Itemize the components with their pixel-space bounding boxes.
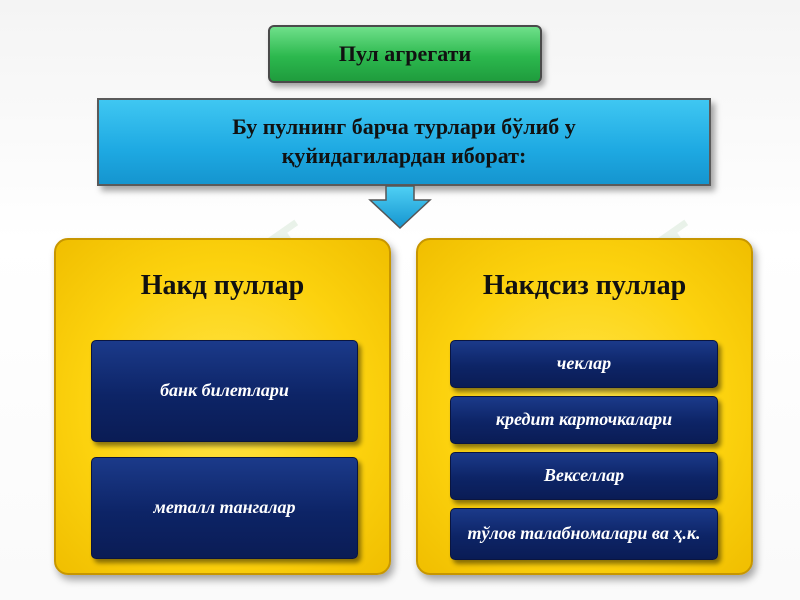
title-box: Пул агрегати xyxy=(268,25,542,83)
list-item-checks: чеклар xyxy=(450,340,718,388)
list-item-bank-notes: банк билетлари xyxy=(91,340,358,442)
description-line-2: қуйидагилардан иборат: xyxy=(281,143,527,168)
list-item-credit-cards: кредит карточкалари xyxy=(450,396,718,444)
list-item-payment-requests: тўлов талабномалари ва ҳ.к. xyxy=(450,508,718,560)
cash-money-panel: Накд пуллар банк билетлари металл тангал… xyxy=(54,238,391,575)
noncash-money-panel: Накдсиз пуллар чеклар кредит карточкалар… xyxy=(416,238,753,575)
description-line-1: Бу пулнинг барча турлари бўлиб у xyxy=(232,114,576,140)
list-item-metal-coins: металл тангалар xyxy=(91,457,358,559)
description-box: Бу пулнинг барча турлари бўлиб у қуйидаг… xyxy=(97,98,711,186)
list-item-bills-of-exchange: Векселлар xyxy=(450,452,718,500)
noncash-money-title: Накдсиз пуллар xyxy=(482,270,687,301)
cash-money-title: Накд пуллар xyxy=(140,270,305,301)
down-arrow-icon xyxy=(368,185,432,230)
title-text: Пул агрегати xyxy=(338,41,472,66)
